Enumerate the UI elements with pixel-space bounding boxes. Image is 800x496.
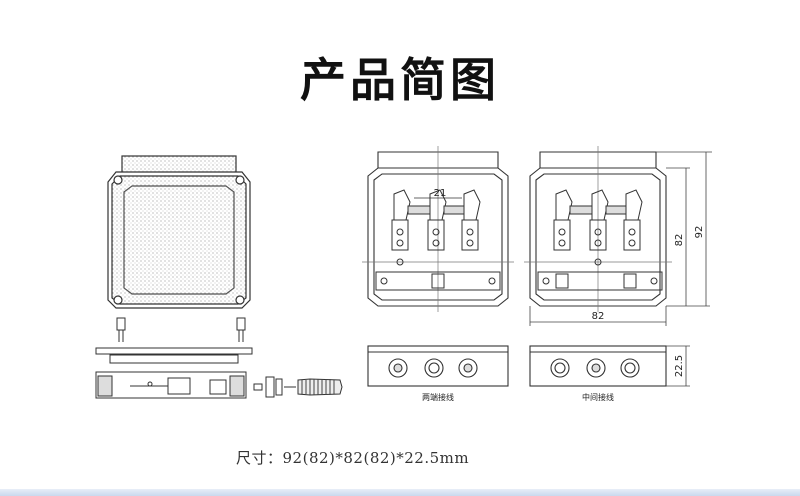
- height-dimension: [666, 345, 690, 387]
- front-view-center: [524, 146, 672, 312]
- lid-side-view: [95, 347, 253, 364]
- base-section-view: [95, 371, 247, 399]
- side-view-right-caption: 中间接线: [582, 392, 614, 402]
- dim-22-5-label: 22.5: [674, 355, 685, 377]
- lid-screws: [116, 317, 246, 342]
- dimension-lines: [529, 151, 712, 326]
- dim-82-horizontal-label: 82: [592, 311, 605, 322]
- dim-82-vertical-label: 82: [674, 234, 685, 247]
- lid-top-view: [107, 155, 251, 309]
- cable-connector: [253, 376, 343, 398]
- side-view-two-end: [367, 345, 509, 387]
- dimensions-text: 尺寸：92(82)*82(82)*22.5mm: [236, 449, 470, 467]
- side-view-left-caption: 两端接线: [422, 392, 454, 402]
- dim-21-label: 21: [434, 188, 447, 199]
- page-title: 产品简图: [300, 53, 500, 107]
- dim-92-vertical-label: 92: [694, 226, 705, 239]
- front-view-two-end: [362, 146, 514, 312]
- bottom-bar: [0, 489, 800, 496]
- side-view-center: [529, 345, 667, 387]
